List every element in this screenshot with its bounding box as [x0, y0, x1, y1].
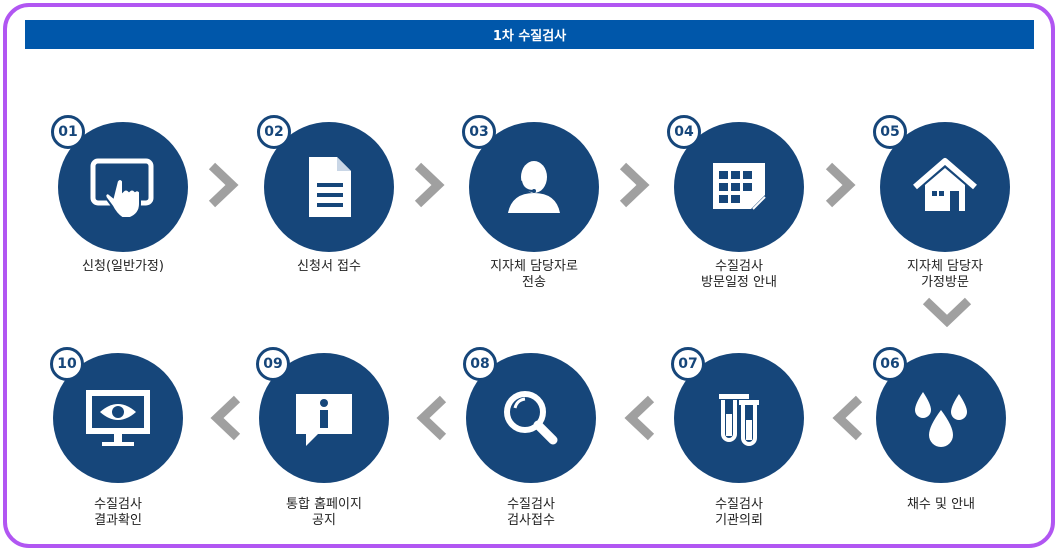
step-10-badge: 10 [50, 347, 84, 381]
arrow-left-4-icon [210, 395, 241, 441]
step-09-badge: 09 [256, 347, 290, 381]
step-03-badge: 03 [462, 115, 496, 149]
step-04-label: 수질검사 방문일정 안내 [701, 259, 777, 290]
arrow-right-3-icon [619, 162, 650, 208]
arrow-right-1-icon [208, 162, 239, 208]
step-08-label: 수질검사 검사접수 [507, 497, 555, 528]
step-06-label: 채수 및 안내 [906, 497, 976, 512]
calendar-icon [713, 163, 766, 210]
step-06-badge: 06 [873, 347, 907, 381]
step-03-label: 지자체 담당자로 전송 [490, 259, 578, 290]
step-02-badge: 02 [257, 115, 291, 149]
monitor-eye-icon [86, 390, 150, 446]
step-09-label: 통합 홈페이지 공지 [286, 497, 362, 528]
arrow-right-2-icon [414, 162, 445, 208]
arrow-left-3-icon [416, 395, 447, 441]
step-05-label: 지자체 담당자 가정방문 [907, 259, 983, 290]
arrow-right-4-icon [825, 162, 856, 208]
step-10-circle [53, 353, 183, 483]
arrow-left-2-icon [624, 395, 655, 441]
magnifier-icon [504, 391, 558, 445]
step-04-badge: 04 [667, 115, 701, 149]
operator-icon [508, 161, 560, 213]
step-05-badge: 05 [873, 115, 907, 149]
arrow-left-1-icon [832, 395, 863, 441]
step-07-label: 수질검사 기관의뢰 [715, 497, 763, 528]
info-speech-icon [296, 394, 352, 446]
test-tubes-icon [719, 394, 759, 446]
step-01-label: 신청(일반가정) [82, 259, 164, 274]
arrow-down-icon [922, 297, 972, 327]
step-08-badge: 08 [463, 347, 497, 381]
touch-screen-icon [90, 158, 154, 219]
step-02-label: 신청서 접수 [297, 259, 361, 274]
water-drops-icon [915, 392, 967, 447]
step-10-label: 수질검사 결과확인 [94, 497, 142, 528]
house-icon [913, 158, 977, 211]
diagram-title: 1차 수질검사 [25, 20, 1034, 49]
document-icon [309, 157, 351, 217]
step-01-badge: 01 [51, 115, 85, 149]
step-02-circle [264, 122, 394, 252]
step-07-badge: 07 [671, 347, 705, 381]
